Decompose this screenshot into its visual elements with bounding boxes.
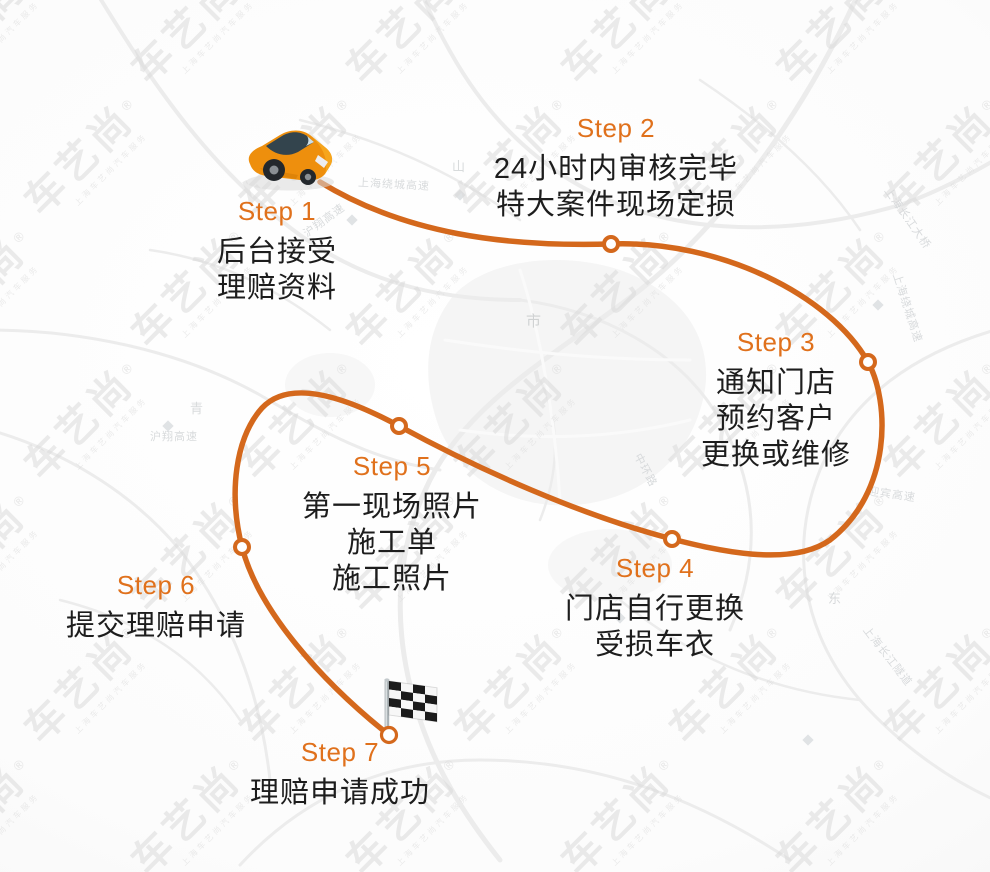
map-place-label: 市 bbox=[526, 313, 543, 330]
step-2-label: Step 2 bbox=[576, 113, 656, 143]
route-node-step6 bbox=[233, 538, 251, 556]
step-5-text-line: 施工单 bbox=[346, 527, 438, 559]
finish-ring bbox=[379, 725, 399, 745]
step-4-text-line: 受损车衣 bbox=[594, 629, 716, 661]
step-3-text-line: 通知门店 bbox=[715, 367, 837, 399]
step-6-text-line: 提交理赔申请 bbox=[65, 610, 247, 642]
step-2-text-line: 24小时内审核完毕 bbox=[493, 153, 739, 185]
step-3: Step 3 通知门店 预约客户 更换或维修 bbox=[701, 327, 851, 473]
step-1-text-line: 理赔资料 bbox=[216, 272, 338, 304]
map-road-label: 沪翔高速 bbox=[150, 431, 198, 443]
checkered-flag-icon bbox=[379, 678, 438, 745]
step-7-text-line: 理赔申请成功 bbox=[249, 777, 431, 809]
step-4: Step 4 门店自行更换 受损车衣 bbox=[565, 553, 745, 663]
step-4-text-line: 门店自行更换 bbox=[564, 593, 746, 625]
step-5: Step 5 第一现场照片 施工单 施工照片 bbox=[302, 451, 482, 597]
map-shield-icon bbox=[162, 189, 884, 746]
flag-cloth bbox=[388, 680, 438, 723]
step-1-label: Step 1 bbox=[237, 196, 317, 226]
route-node-step4 bbox=[663, 530, 681, 548]
car-icon bbox=[246, 130, 334, 191]
route-path bbox=[232, 179, 885, 738]
step-1-text-line: 后台接受 bbox=[216, 236, 338, 268]
step-6: Step 6 提交理赔申请 bbox=[66, 570, 246, 644]
route-node-step2 bbox=[602, 235, 620, 253]
step-3-text-line: 更换或维修 bbox=[700, 439, 852, 471]
step-2-text-line: 特大案件现场定损 bbox=[495, 189, 737, 221]
step-3-label: Step 3 bbox=[736, 327, 816, 357]
step-7-label: Step 7 bbox=[300, 737, 380, 767]
step-5-text-line: 施工照片 bbox=[331, 563, 453, 595]
map-place-label: 东 bbox=[828, 591, 843, 606]
step-4-label: Step 4 bbox=[615, 553, 695, 583]
map-place-label: 青 bbox=[190, 401, 205, 416]
step-1: Step 1 后台接受 理赔资料 bbox=[217, 196, 337, 306]
map-place-label: 山 bbox=[452, 159, 467, 174]
step-2: Step 2 24小时内审核完毕 特大案件现场定损 bbox=[494, 113, 738, 223]
map-city-area bbox=[428, 260, 707, 506]
step-5-label: Step 5 bbox=[352, 451, 432, 481]
step-5-text-line: 第一现场照片 bbox=[301, 491, 483, 523]
step-3-text-line: 预约客户 bbox=[715, 403, 837, 435]
route-node-step3 bbox=[859, 353, 877, 371]
step-6-label: Step 6 bbox=[116, 570, 196, 600]
route-node-step5 bbox=[390, 417, 408, 435]
step-7: Step 7 理赔申请成功 bbox=[250, 737, 430, 811]
